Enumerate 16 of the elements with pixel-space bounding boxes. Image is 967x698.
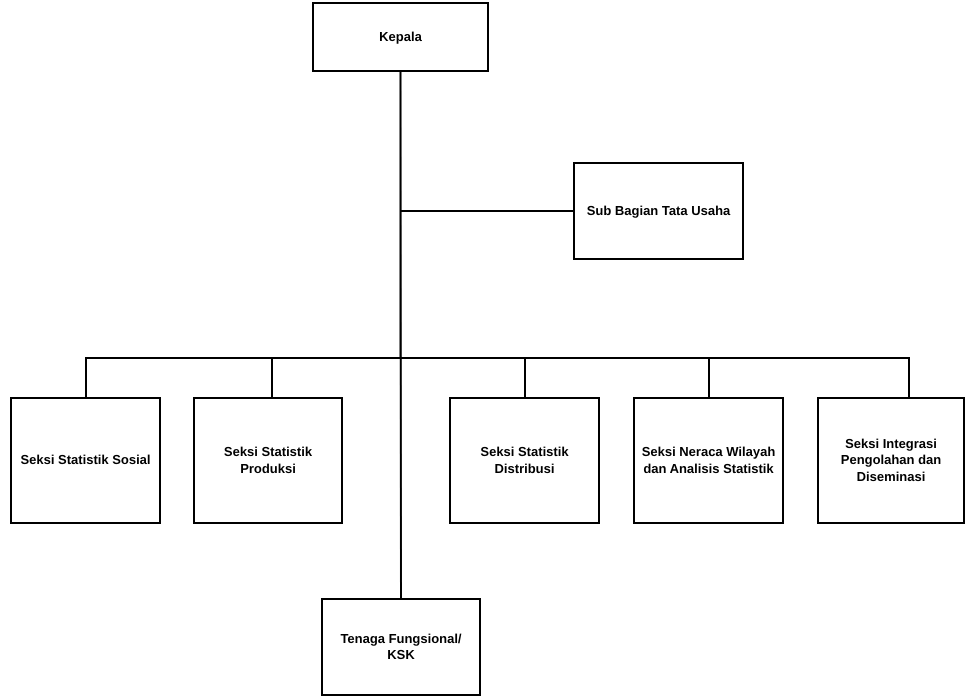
org-box [817, 397, 965, 524]
box-label: Seksi Integrasi Pengolahan dan Diseminasi [840, 436, 942, 485]
box-label: Kepala [378, 28, 423, 46]
org-box [321, 598, 481, 696]
org-box [633, 397, 784, 524]
box-label: Seksi Statistik Sosial [19, 452, 152, 469]
org-box [312, 2, 489, 72]
box-label: Tenaga Fungsional/ KSK [339, 630, 463, 664]
org-box [10, 397, 161, 524]
box-label: Seksi Neraca Wilayah dan Analisis Statistik [640, 444, 776, 477]
box-label: Seksi Statistik Distribusi [479, 444, 570, 477]
box-label: Sub Bagian Tata Usaha [586, 202, 732, 220]
org-box [573, 162, 744, 260]
org-box [193, 397, 343, 524]
box-label: Seksi Statistik Produksi [222, 444, 314, 477]
org-box [449, 397, 600, 524]
